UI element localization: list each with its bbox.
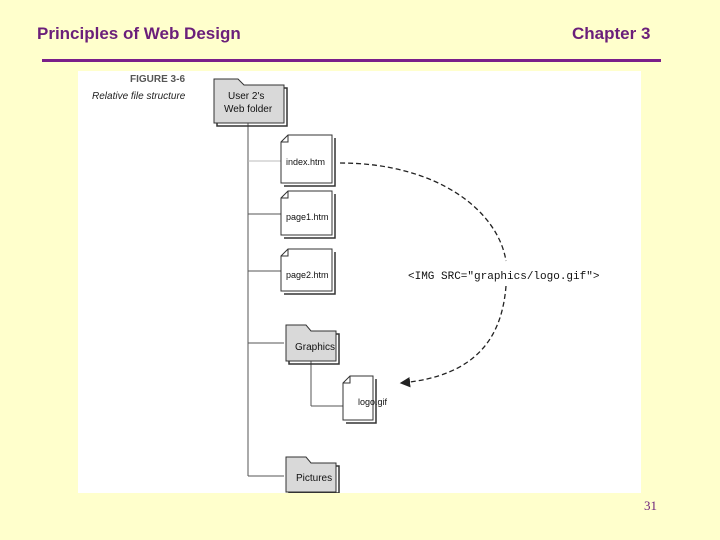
tree-lines <box>247 123 343 477</box>
header-divider <box>42 59 661 62</box>
root-folder-icon[interactable]: User 2's Web folder <box>213 78 288 127</box>
page-number: 31 <box>644 498 657 513</box>
file-label-logo: logo.gif <box>358 397 388 407</box>
reference-arrow <box>339 162 507 388</box>
pictures-folder-icon[interactable]: Pictures <box>285 456 340 494</box>
slide-title: Principles of Web Design <box>37 24 241 43</box>
img-tag-annotation: <IMG SRC="graphics/logo.gif"> <box>408 271 599 283</box>
file-icon-logo[interactable]: logo.gif <box>342 375 388 424</box>
figure-number: FIGURE 3-6 <box>130 74 185 85</box>
figure-caption: Relative file structure <box>92 91 186 102</box>
root-folder-label-line1: User 2's <box>228 91 264 102</box>
file-label-page2: page2.htm <box>286 270 329 280</box>
file-icon-page2[interactable]: page2.htm <box>280 248 336 295</box>
file-label-page1: page1.htm <box>286 212 329 222</box>
folder-label-pictures: Pictures <box>296 473 332 484</box>
file-structure-diagram: FIGURE 3-6 Relative file structure User … <box>92 74 599 494</box>
folder-label-graphics: Graphics <box>295 342 335 353</box>
file-icon-page1[interactable]: page1.htm <box>280 190 336 239</box>
root-folder-label-line2: Web folder <box>224 104 273 115</box>
figure-panel: FIGURE 3-6 Relative file structure User … <box>78 71 641 494</box>
file-icon-index[interactable]: index.htm <box>280 134 336 187</box>
graphics-folder-icon[interactable]: Graphics <box>285 324 340 365</box>
file-label-index: index.htm <box>286 157 325 167</box>
chapter-label: Chapter 3 <box>572 24 651 43</box>
